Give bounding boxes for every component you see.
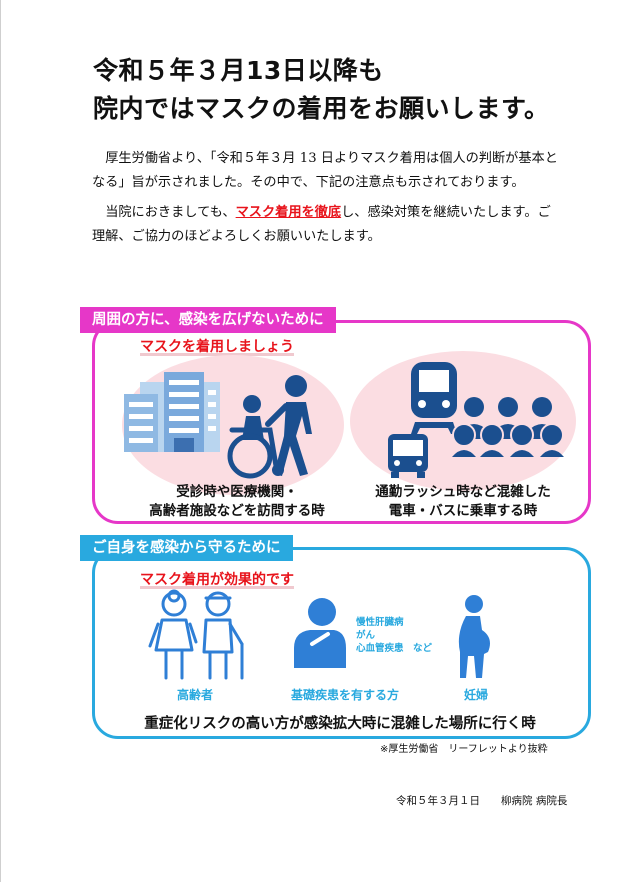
- mask-emphasis: マスク着用を徹底: [235, 205, 342, 220]
- train-icon: [411, 362, 457, 434]
- section2-subtitle: マスク着用が効果的です: [140, 572, 294, 588]
- crowd-icon: [452, 397, 564, 457]
- footer-spacer: [480, 795, 501, 807]
- label-pregnant: 妊婦: [463, 688, 488, 702]
- title-line-1: 令和５年３月13日以降も: [93, 56, 384, 85]
- label-elderly: 高齢者: [176, 688, 213, 702]
- section1-subtitle: マスクを着用しましょう: [140, 339, 294, 355]
- page-edge: [0, 0, 1, 882]
- section-protect-others-panel: [92, 320, 591, 524]
- disease-item: 心血管疾患 など: [356, 643, 433, 654]
- page-title: 令和５年３月13日以降も 院内ではマスクの着用をお願いします。: [93, 52, 550, 128]
- blob-right: [350, 351, 576, 491]
- para2-before: 当院におきましても、: [105, 205, 236, 220]
- disease-item: 慢性肝臓病: [356, 617, 404, 628]
- section-protect-self-tab: ご自身を感染から守るために: [80, 535, 293, 561]
- section-protect-self-panel: [92, 547, 591, 739]
- pregnant-woman-icon: [458, 595, 490, 678]
- bus-icon: [388, 434, 428, 478]
- hospital-building-icon: [124, 372, 220, 452]
- footer-signer: 柳病院 病院長: [501, 795, 568, 807]
- para2-after: し、感染対策を継続いたします。ご理解、ご協力のほどよろしくお願いいたします。: [92, 205, 551, 244]
- caption-medical-visit-line-1: 受診時や医療機関・: [176, 484, 298, 500]
- caption-medical-visit: 受診時や医療機関・ 高齢者施設などを訪問する時: [128, 483, 346, 521]
- caption-commute: 通勤ラッシュ時など混雑した 電車・バスに乗車する時: [352, 483, 574, 521]
- title-line-2: 院内ではマスクの着用をお願いします。: [93, 94, 550, 123]
- caption-commute-line-1: 通勤ラッシュ時など混雑した: [375, 484, 551, 500]
- footer-signature: 令和５年３月１日 柳病院 病院長: [396, 793, 567, 808]
- wheelchair-caregiver-icon: [227, 375, 312, 479]
- disease-item: がん: [356, 630, 376, 641]
- section-protect-others-tab: 周囲の方に、感染を広げないために: [80, 307, 336, 333]
- caption-commute-line-2: 電車・バスに乗車する時: [388, 503, 538, 519]
- source-note: ※厚生労働省 リーフレットより抜粋: [380, 744, 548, 755]
- person-underlying-condition-icon: [294, 598, 346, 668]
- notice-body: 厚生労働省より、「令和５年３月 13 日よりマスク着用は個人の判断が基本となる」…: [92, 147, 562, 255]
- footer-date: 令和５年３月１日: [396, 795, 480, 807]
- notice-paragraph-2: 当院におきましても、マスク着用を徹底し、感染対策を継続いたします。ご理解、ご協力…: [92, 201, 562, 249]
- high-risk-statement: 重症化リスクの高い方が感染拡大時に混雑した場所に行く時: [144, 716, 536, 732]
- notice-paragraph-1: 厚生労働省より、「令和５年３月 13 日よりマスク着用は個人の判断が基本となる」…: [92, 151, 558, 190]
- elderly-couple-icon: [148, 589, 244, 680]
- disease-list: 慢性肝臓病 がん 心血管疾患 など: [356, 616, 432, 655]
- label-underlying-condition: 基礎疾患を有する方: [290, 688, 399, 702]
- caption-medical-visit-line-2: 高齢者施設などを訪問する時: [149, 503, 325, 519]
